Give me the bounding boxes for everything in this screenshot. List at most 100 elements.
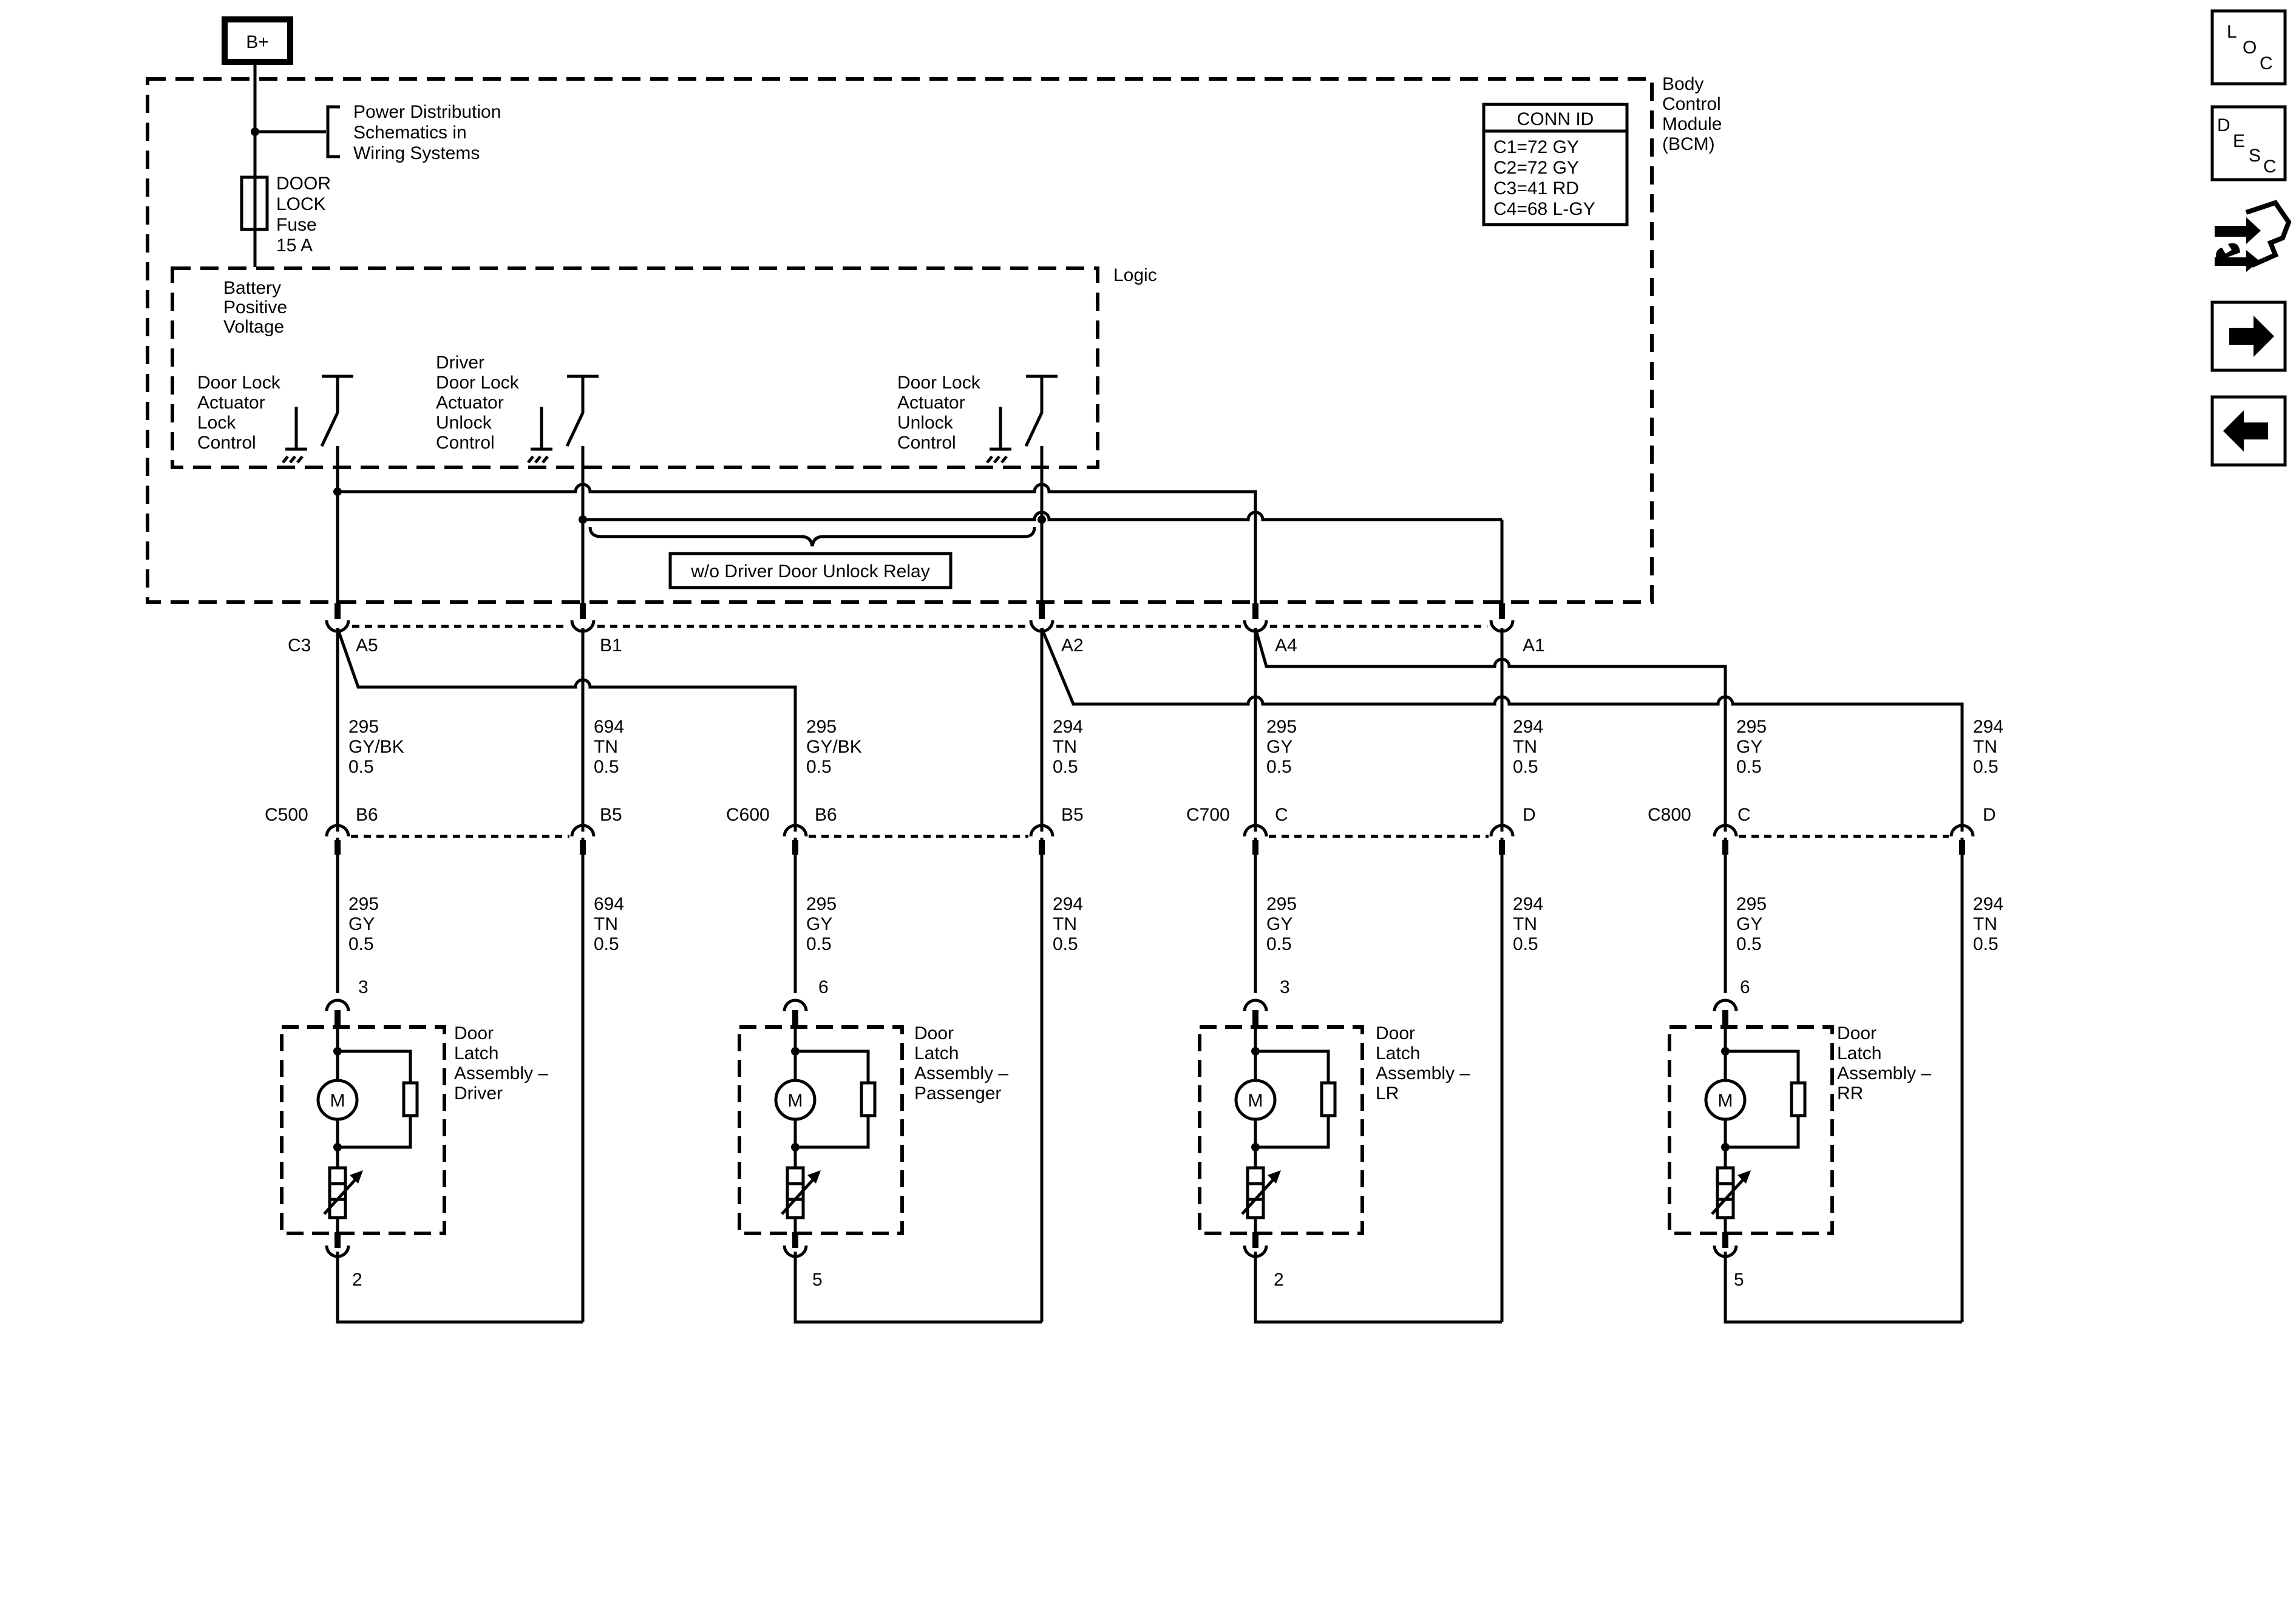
c700-pin-b: D: [1523, 805, 1536, 825]
switch-label-driver-unlock: Driver Door Lock Actuator Unlock Control: [436, 353, 524, 453]
lower-wire-4-gauge: 0.5: [1266, 934, 1292, 954]
c3-pin-contact: [1499, 603, 1505, 619]
b-plus-box: [222, 16, 293, 65]
conn-id-table: CONN ID C1=72 GY C2=72 GY C3=41 RD C4=68…: [1482, 103, 1629, 226]
latch-rr-pin-bottom: 5: [1734, 1270, 1744, 1290]
arrow-left-icon: [2223, 410, 2268, 452]
inline-pin-terminal: [570, 824, 596, 837]
svg-text:C4=68 L-GY: C4=68 L-GY: [1493, 199, 1595, 219]
switch-label-unlock: Door Lock Actuator Unlock Control: [897, 373, 985, 453]
harness-wiring: [336, 628, 1964, 832]
lower-wire-6-circuit: 295: [1736, 894, 1767, 914]
lower-wire-4-color: GY: [1266, 914, 1292, 934]
prev-button[interactable]: [2210, 395, 2287, 467]
c3-pin-a5: A5: [356, 636, 378, 656]
relay-note-box: [668, 552, 953, 589]
latch-lr-pin-bottom: 2: [1274, 1270, 1284, 1290]
inline-pin-terminal: [783, 824, 808, 837]
lower-wire-5-gauge: 0.5: [1513, 934, 1538, 954]
arrow-right-icon: [2229, 316, 2274, 357]
inline-pin-terminal: [1949, 824, 1975, 837]
motor-label: M: [1718, 1091, 1733, 1111]
loc-button[interactable]: L O C: [2210, 9, 2287, 86]
lower-wire-5-color: TN: [1513, 914, 1537, 934]
svg-text:C1=72 GY: C1=72 GY: [1493, 137, 1579, 157]
upper-wire-3-color: TN: [1053, 737, 1077, 757]
lower-wire-2-color: GY: [806, 914, 832, 934]
logic-label: Logic: [1113, 265, 1157, 285]
latch-driver-pin-bottom: 2: [352, 1270, 362, 1290]
lower-wire-1-circuit: 694: [594, 894, 624, 914]
inline-pin-contact: [1959, 840, 1965, 855]
c3-label: C3: [288, 636, 311, 656]
lower-wire-3-color: TN: [1053, 914, 1077, 934]
desc-button[interactable]: D E S C: [2210, 105, 2287, 181]
latch-passenger-pin-bottom: 5: [812, 1270, 823, 1290]
upper-wire-0-color: GY/BK: [348, 737, 404, 757]
c500-label: C500: [265, 805, 308, 825]
inline-pin-terminal: [1029, 824, 1055, 837]
desc-icon: D E S C: [2217, 115, 2277, 177]
c3-connector: [325, 603, 1515, 633]
c600-pin-b: B5: [1061, 805, 1084, 825]
upper-wire-7-circuit: 294: [1973, 717, 2003, 737]
latch-passenger-pin-top: 6: [818, 977, 829, 997]
c3-pin-contact: [580, 603, 586, 619]
lower-wire-1-gauge: 0.5: [594, 934, 619, 954]
inline-pin-terminal: [1489, 824, 1515, 837]
upper-wire-6-color: GY: [1736, 737, 1762, 757]
next-button[interactable]: [2210, 300, 2287, 372]
c800-pin-a: C: [1737, 805, 1751, 825]
latch-assembly: M: [738, 855, 1044, 1324]
upper-wire-4-circuit: 295: [1266, 717, 1297, 737]
inline-pin-contact: [335, 840, 341, 855]
svg-text:C3=41 RD: C3=41 RD: [1493, 178, 1579, 198]
motor-label: M: [788, 1091, 803, 1111]
latch-driver-pin-top: 3: [358, 977, 369, 997]
latch-lr-pin-top: 3: [1280, 977, 1290, 997]
upper-wire-0-circuit: 295: [348, 717, 379, 737]
bcm-label: Body Control Module (BCM): [1662, 74, 1727, 154]
inline-pin-terminal: [1713, 824, 1738, 837]
lower-wire-7-color: TN: [1973, 914, 1997, 934]
svg-text:CONN ID: CONN ID: [1517, 109, 1594, 129]
lower-wire-6-color: GY: [1736, 914, 1762, 934]
upper-wire-3-circuit: 294: [1053, 717, 1083, 737]
lower-wire-1-color: TN: [594, 914, 618, 934]
inline-pin-terminal: [1243, 824, 1268, 837]
upper-wire-6-circuit: 295: [1736, 717, 1767, 737]
upper-wire-5-color: TN: [1513, 737, 1537, 757]
upper-wire-3-gauge: 0.5: [1053, 757, 1078, 777]
inline-pin-contact: [1499, 840, 1505, 855]
c3-pin-contact: [1039, 603, 1045, 619]
upper-wire-2-circuit: 295: [806, 717, 837, 737]
inline-pin-contact: [580, 840, 586, 855]
upper-wire-4-gauge: 0.5: [1266, 757, 1292, 777]
switch-lock-control: [282, 375, 353, 464]
latch-assembly: M: [1198, 855, 1504, 1324]
upper-wire-2-gauge: 0.5: [806, 757, 832, 777]
bcm-boundary: [146, 77, 1654, 604]
b-plus-label: B+: [246, 32, 269, 52]
lower-wire-7-gauge: 0.5: [1973, 934, 1999, 954]
c3-pin-contact: [1252, 603, 1258, 619]
battery-positive-label: Battery Positive Voltage: [223, 278, 292, 337]
motor-label: M: [1248, 1091, 1263, 1111]
lower-wire-6-gauge: 0.5: [1736, 934, 1762, 954]
upper-wire-7-color: TN: [1973, 737, 1997, 757]
lower-wire-0-gauge: 0.5: [348, 934, 374, 954]
connector-wrench-icon[interactable]: [2215, 200, 2292, 272]
upper-wire-1-color: TN: [594, 737, 618, 757]
lower-wire-0-color: GY: [348, 914, 375, 934]
pds-note: Power Distribution Schematics in Wiring …: [353, 102, 506, 163]
inline-connectors: [325, 824, 1975, 855]
lower-wire-5-circuit: 294: [1513, 894, 1543, 914]
lower-wire-labels: 295GY0.5694TN0.5295GY0.5294TN0.5295GY0.5…: [348, 894, 2003, 954]
switch-driver-unlock-control: [527, 375, 599, 464]
loc-icon: L O C: [2227, 22, 2273, 73]
